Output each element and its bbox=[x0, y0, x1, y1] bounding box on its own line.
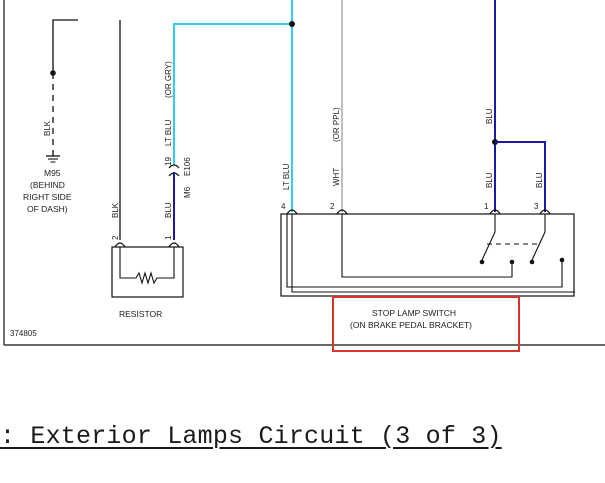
wire-label-or-ppl: (OR PPL) bbox=[332, 107, 341, 142]
resistor-box bbox=[111, 246, 184, 298]
splice-dot bbox=[50, 70, 56, 76]
resistor-pin-left-term bbox=[114, 242, 126, 248]
resistor-pin-right-term bbox=[168, 242, 180, 248]
ground-symbol bbox=[46, 150, 60, 163]
resistor-pin-right: 1 bbox=[164, 235, 173, 240]
switch-pin-4: 4 bbox=[281, 202, 286, 211]
connector-id-m6: M6 bbox=[183, 186, 192, 198]
wire-label-wht: WHT bbox=[332, 168, 341, 186]
wire-label-ltblu-switch: LT BLU bbox=[282, 163, 291, 190]
connector-pin: 19 bbox=[164, 157, 173, 166]
switch-box bbox=[280, 213, 575, 297]
figure-caption-text: : Exterior Lamps Circuit (3 of 3) bbox=[0, 422, 502, 451]
wire-label-blu-top: BLU bbox=[485, 108, 494, 124]
wire-label-blu-resistor: BLU bbox=[164, 202, 173, 218]
ground-note-1: (BEHIND bbox=[30, 180, 65, 190]
wire-label-blk-ground: BLK bbox=[43, 120, 52, 136]
wire-label-or-gry: (OR GRY) bbox=[164, 61, 173, 98]
wire-label-blu-left: BLU bbox=[485, 172, 494, 188]
switch-pin-1: 1 bbox=[484, 202, 489, 211]
resistor-element bbox=[119, 247, 175, 285]
switch-pin-2: 2 bbox=[330, 202, 335, 211]
switch-terminals bbox=[286, 209, 551, 215]
switch-internal-wiring bbox=[286, 214, 575, 293]
resistor-label: RESISTOR bbox=[119, 309, 162, 319]
switch-label-highlight bbox=[332, 296, 520, 352]
figure-id: 374805 bbox=[10, 329, 37, 338]
wire-label-blu-right: BLU bbox=[535, 172, 544, 188]
ground-id: M95 bbox=[44, 168, 61, 178]
ltblu-wire-top bbox=[173, 23, 292, 165]
wire-label-blk-resistor: BLK bbox=[111, 202, 120, 218]
ground-note-3: OF DASH) bbox=[27, 204, 68, 214]
splice-dot-ltblu bbox=[289, 21, 295, 27]
wire-label-ltblu: LT BLU bbox=[164, 119, 173, 146]
switch-label-line1: STOP LAMP SWITCH bbox=[372, 308, 456, 318]
blk-ground-wire bbox=[52, 19, 78, 73]
connector-id-e106: E106 bbox=[183, 157, 192, 176]
switch-pin-3: 3 bbox=[534, 202, 539, 211]
resistor-pin-left: 2 bbox=[111, 235, 120, 240]
switch-label-line2: (ON BRAKE PEDAL BRACKET) bbox=[350, 320, 472, 330]
figure-caption: : Exterior Lamps Circuit (3 of 3) bbox=[0, 422, 605, 451]
switch-contact-dots bbox=[479, 257, 565, 265]
ground-note-2: RIGHT SIDE bbox=[23, 192, 72, 202]
blu-wire-right bbox=[495, 141, 546, 212]
